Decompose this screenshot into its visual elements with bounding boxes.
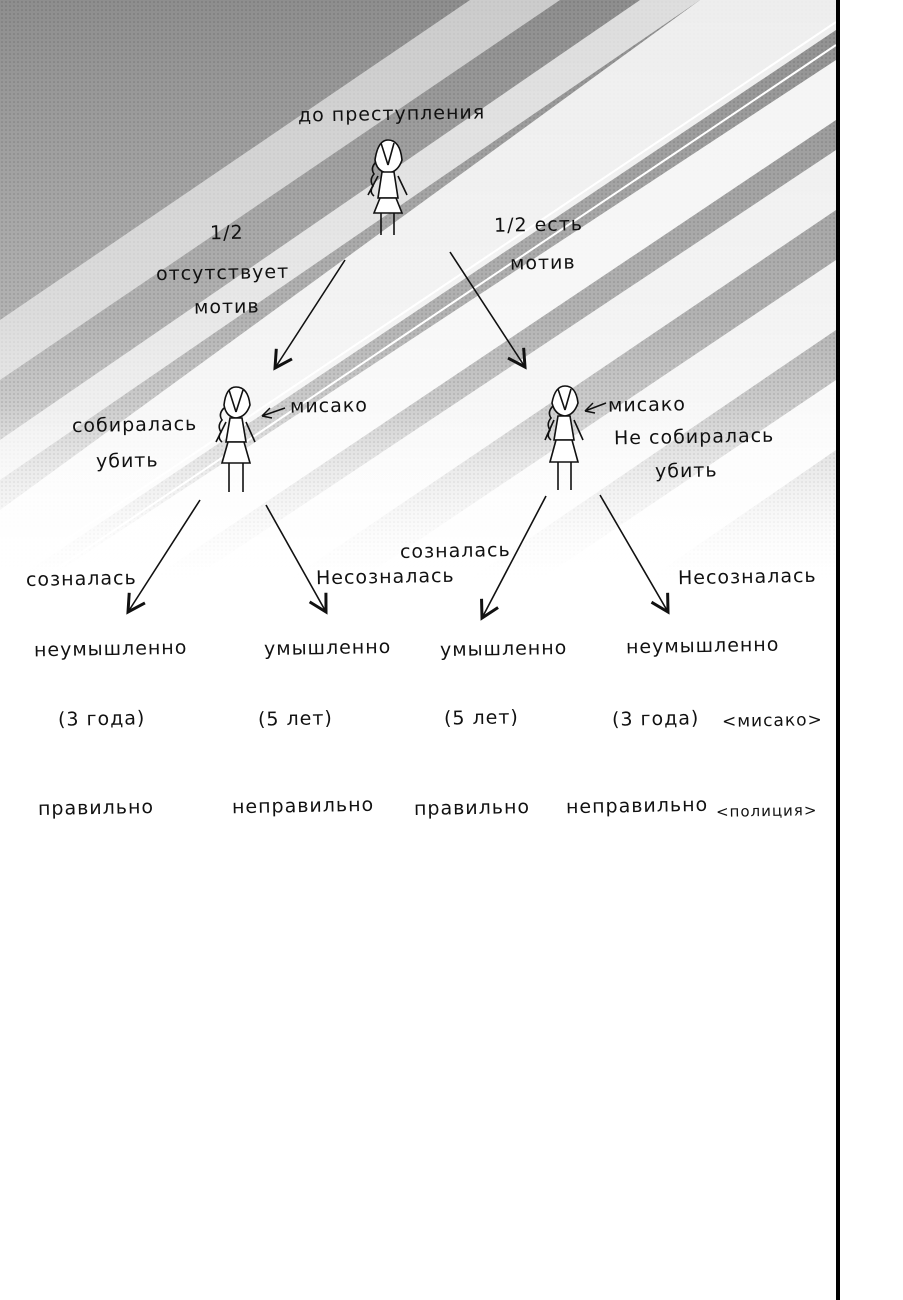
pointer-arrow-left <box>261 407 286 419</box>
left-branch-text-1: отсутствует <box>155 260 290 286</box>
left-node-name: мисако <box>289 394 369 418</box>
note-police: <полиция> <box>715 801 818 821</box>
outcome-2-term: (5 лет) <box>257 707 334 731</box>
arrow-right-confessed <box>480 495 547 621</box>
arrow-left-confessed <box>126 499 201 615</box>
outcome-1-judgement: правильно <box>37 795 155 821</box>
arrow-root-right <box>449 251 527 370</box>
outcome-2-judgement: неправильно <box>231 793 375 819</box>
right-branch-text-2: мотив <box>509 251 576 275</box>
outcome-4-judgement: неправильно <box>565 793 709 819</box>
outcome-4-term: (3 года) <box>611 707 700 731</box>
left-node-desc-1: собиралась <box>71 412 198 438</box>
arrow-left-not-confessed <box>265 504 328 615</box>
right-node-desc-2: убить <box>654 459 718 483</box>
outcome-1-verdict: неумышленно <box>33 636 188 662</box>
left-branch-text-2: мотив <box>193 295 260 319</box>
arrow-root-left <box>273 259 346 371</box>
panel-border <box>836 0 840 1300</box>
outcome-4-verdict: неумышленно <box>625 633 780 659</box>
outcome-3-judgement: правильно <box>413 795 531 821</box>
left-not-confessed-label: Несозналась <box>315 564 455 590</box>
right-node-desc-1: Не собиралась <box>613 424 775 450</box>
left-branch-fraction: 1/2 <box>209 221 244 245</box>
note-misako: <мисако> <box>721 710 823 732</box>
arrow-right-not-confessed <box>599 494 670 615</box>
girl-figure-right <box>544 385 584 490</box>
outcome-2-verdict: умышленно <box>263 635 392 661</box>
girl-figure-root <box>367 139 408 235</box>
outcome-3-verdict: умышленно <box>439 636 568 662</box>
right-branch-text-1: 1/2 есть <box>493 213 584 237</box>
left-confessed-label: созналась <box>25 567 137 591</box>
girl-figure-left <box>215 386 256 492</box>
outcome-1-term: (3 года) <box>57 707 146 731</box>
outcome-3-term: (5 лет) <box>443 706 520 730</box>
right-confessed-label: созналась <box>399 539 511 563</box>
right-not-confessed-label: Несозналась <box>677 564 817 590</box>
pointer-arrow-right <box>584 402 607 414</box>
left-node-desc-2: убить <box>95 449 159 473</box>
root-label: до преступления <box>297 101 486 127</box>
right-node-name: мисако <box>607 393 687 417</box>
